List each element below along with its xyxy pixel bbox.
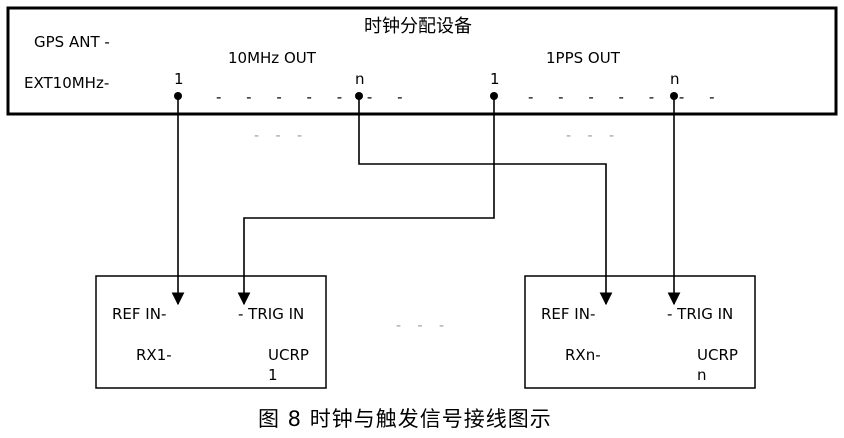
rxn-index-label: n: [697, 366, 707, 384]
rx1-trigin-label: - TRIG IN: [238, 305, 305, 323]
gps-ant-label: GPS ANT -: [34, 33, 110, 51]
rxn-ucrp-label: UCRP: [697, 346, 738, 364]
port-label-10mhz-1: 1: [174, 70, 184, 88]
port-ellipsis-1pps: - - - - - - -: [528, 88, 725, 106]
port-label-10mhz-n: n: [355, 70, 365, 88]
rxn-trigin-label: - TRIG IN: [667, 305, 734, 323]
gap-ellipsis-left: - - -: [254, 128, 309, 144]
group-1pps-out-label: 1PPS OUT: [546, 49, 620, 67]
figure-caption: 图 8 时钟与触发信号接线图示: [258, 407, 552, 431]
rxn-name-label: RXn-: [565, 346, 601, 364]
clock-device-box: [6, 6, 838, 116]
wire-10mhzn-to-rxn-refin: [358, 96, 613, 306]
rx1-refin-label: REF IN-: [112, 305, 167, 323]
ext10mhz-label: EXT10MHz-: [24, 74, 110, 92]
rxn-refin-label: REF IN-: [541, 305, 596, 323]
gap-ellipsis-receivers: - - -: [396, 318, 451, 334]
group-10mhz-out-label: 10MHz OUT: [228, 49, 316, 67]
port-label-1pps-n: n: [670, 70, 680, 88]
rx1-ucrp-label: UCRP: [268, 346, 309, 364]
gap-ellipsis-right: - - -: [566, 128, 621, 144]
port-label-1pps-1: 1: [490, 70, 500, 88]
receiver-box-n: [524, 275, 756, 389]
port-ellipsis-10mhz: - - - - - - -: [216, 88, 413, 106]
receiver-box-1: [95, 275, 327, 389]
device-title: 时钟分配设备: [364, 16, 472, 37]
rx1-index-label: 1: [268, 366, 278, 384]
rx1-name-label: RX1-: [136, 346, 172, 364]
wire-1pps1-to-rx1-trigin: [237, 96, 495, 306]
